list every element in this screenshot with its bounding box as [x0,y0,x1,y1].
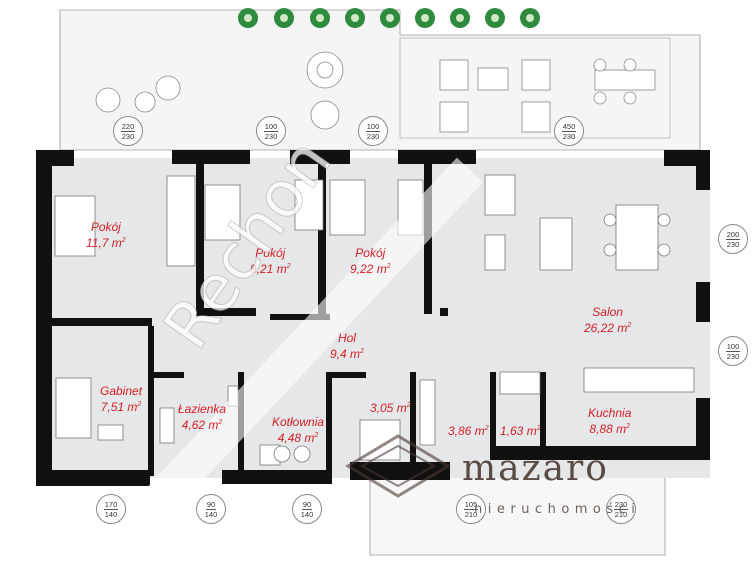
room-area: 9,21 m2 [250,262,291,276]
room-area: 1,63 m2 [500,424,541,438]
room-area: 9,22 m2 [350,262,391,276]
room-label-spizarnia: 3,86 m2 [448,422,489,438]
room-label-kuchnia: Kuchnia 8,88 m2 [588,406,631,436]
room-area: 4,48 m2 [277,431,319,445]
room-area: 8,88 m2 [589,422,630,436]
room-label-lazienka: Łazienka 4,62 m2 [178,402,226,432]
room-name: Pokój [355,246,386,260]
room-label-gabinet: Gabinet 7,51 m2 [100,384,142,414]
room-area: 4,62 m2 [181,418,223,432]
tree-icon [345,8,365,28]
outer-walls [36,150,710,486]
room-area: 3,86 m2 [448,424,489,438]
room-label-kotlownia: Kotłownia 4,48 m2 [272,415,324,445]
room-name: Kuchnia [588,406,632,420]
tree-icon [238,8,258,28]
watermark-brand: mazaro [462,448,609,489]
interior-furniture [54,174,695,466]
room-name: Kotłownia [272,415,325,429]
tree-icon [450,8,470,28]
tree-icon [310,8,330,28]
room-name: Hol [337,331,356,345]
room-area: 3,05 m2 [370,401,411,415]
room-label-pokoj-2: Pokój 9,21 m2 [250,246,291,276]
room-name: Łazienka [178,402,227,416]
room-label-schowek: 1,63 m2 [500,422,541,438]
room-label-pokoj-3: Pokój 9,22 m2 [350,246,391,276]
trees-row [238,8,540,28]
room-name: Pokój [90,220,121,234]
room-label-salon: Salon 26,22 m2 [584,305,631,335]
tree-icon [520,8,540,28]
tree-icon [415,8,435,28]
room-name: Salon [592,305,623,319]
tree-icon [485,8,505,28]
tree-icon [274,8,294,28]
room-label-pokoj-1: Pokój 11,7 m2 [86,220,126,250]
room-name: Pokój [255,246,286,260]
tree-icon [380,8,400,28]
room-area: 26,22 m2 [584,321,632,335]
room-label-garderoba: 3,05 m2 [370,399,411,415]
room-area: 9,4 m2 [330,347,364,361]
room-area: 11,7 m2 [86,236,126,250]
room-area: 7,51 m2 [100,400,142,414]
room-name: Gabinet [100,384,143,398]
room-label-hol: Hol 9,4 m2 [330,331,364,361]
watermark [146,157,484,513]
watermark-subtitle: nieruchomości [474,502,641,517]
terrace-furniture [95,51,656,133]
